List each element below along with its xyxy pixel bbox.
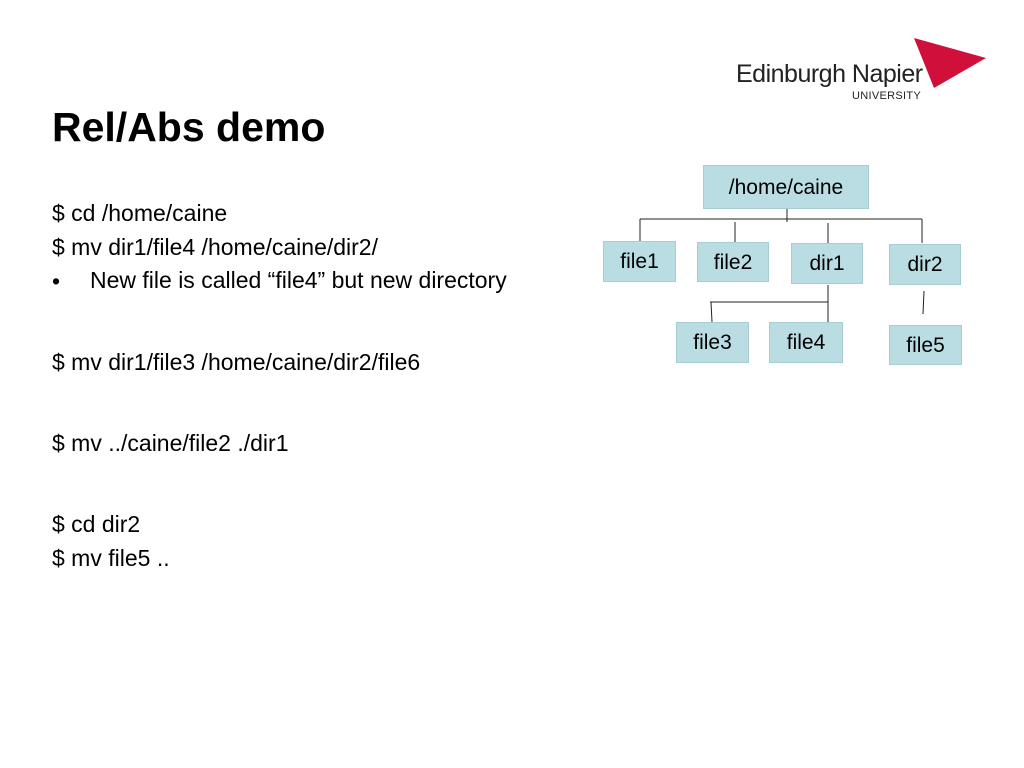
- command-line: $ cd /home/caine: [52, 200, 228, 226]
- tree-branch-line: [710, 301, 713, 323]
- tree-node-dir: dir1: [791, 243, 863, 284]
- tree-node-file: file1: [603, 241, 676, 282]
- bullet-marker: •: [52, 268, 61, 294]
- logo-name: Edinburgh Napier: [736, 60, 923, 88]
- command-line: $ cd dir2: [52, 511, 141, 537]
- tree-node-file: file4: [769, 322, 843, 363]
- bullet-point: • New file is called “file4” but new dir…: [52, 264, 552, 298]
- tree-node-file: file2: [697, 242, 769, 282]
- command-line: $ mv dir1/file4 /home/caine/dir2/: [52, 234, 378, 260]
- slide-body: $ cd /home/caine $ mv dir1/file4 /home/c…: [52, 196, 552, 575]
- slide-title: Rel/Abs demo: [52, 104, 326, 150]
- tree-node-dir: dir2: [889, 244, 961, 285]
- tree-node-file: file3: [676, 322, 749, 363]
- logo-mark-icon: [914, 38, 986, 88]
- command-line: $ mv dir1/file3 /home/caine/dir2/file6: [52, 349, 421, 375]
- tree-branch-line: [922, 290, 925, 315]
- command-line: $ mv file5 ..: [52, 545, 170, 571]
- tree-node-root: /home/caine: [703, 165, 869, 209]
- university-logo: Edinburgh Napier UNIVERSITY: [736, 38, 992, 108]
- bullet-text: New file is called “file4” but new direc…: [90, 267, 507, 293]
- logo-subtitle: UNIVERSITY: [852, 90, 922, 102]
- tree-node-file: file5: [889, 325, 962, 365]
- command-line: $ mv ../caine/file2 ./dir1: [52, 430, 289, 456]
